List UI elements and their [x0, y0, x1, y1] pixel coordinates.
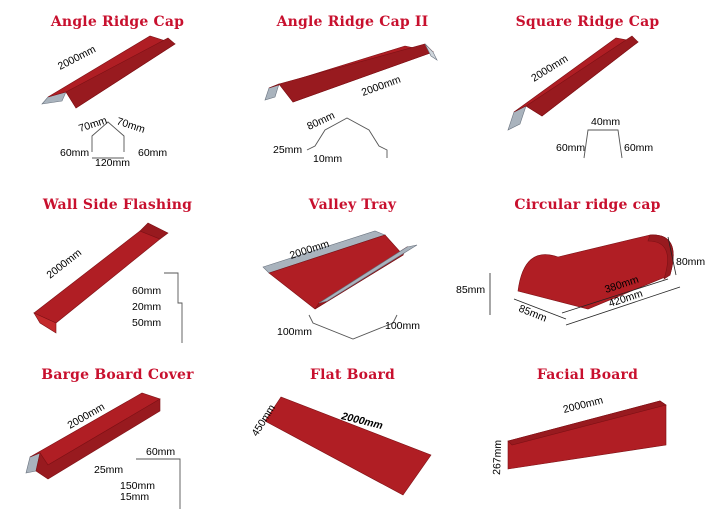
product-title: Circular ridge cap — [514, 197, 661, 213]
dim-label: 150mm — [120, 480, 155, 492]
product-title: Square Ridge Cap — [515, 14, 660, 30]
product-valley-tray: Valley Tray 2000mm 100mm 100mm — [235, 183, 470, 353]
dim-label: 70mm — [77, 114, 109, 135]
length-label: 2000mm — [56, 43, 98, 72]
product-square-ridge-cap: Square Ridge Cap 2000mm 40mm 60mm 60mm — [470, 0, 705, 170]
panel-right — [278, 43, 434, 103]
panel-right — [525, 35, 639, 117]
flange-right — [318, 244, 418, 304]
product-title: Angle Ridge Cap — [50, 14, 185, 30]
product-title: Flat Board — [309, 367, 396, 383]
dim-label: 60mm — [146, 446, 175, 458]
product-angle-ridge-cap-ii: Angle Ridge Cap II 2000mm 80mm 25mm 10mm — [235, 0, 470, 170]
dim-label: 50mm — [132, 317, 161, 329]
dim-label: 10mm — [313, 153, 342, 165]
facial-board-illustration: 2000mm 267mm — [491, 394, 667, 475]
dim-label: 60mm — [624, 142, 653, 154]
profile — [306, 117, 388, 158]
product-title: Valley Tray — [308, 197, 397, 213]
dim-line — [561, 278, 669, 314]
profile — [91, 121, 125, 152]
dim-label: 80mm — [305, 109, 337, 132]
angle-ridge-cap-illustration: 2000mm 70mm 70mm 60mm 120mm 60mm — [41, 35, 176, 169]
panel-lip — [139, 222, 169, 240]
profile — [583, 129, 623, 159]
end-face — [264, 83, 280, 101]
dim-label: 85mm — [456, 284, 485, 296]
dim-label: 25mm — [94, 464, 123, 476]
panel-side — [35, 398, 161, 480]
profile — [136, 458, 181, 509]
panel-right — [65, 37, 176, 109]
board-lip — [507, 400, 667, 446]
dim-label: 100mm — [277, 326, 312, 338]
length-label: 2000mm — [562, 394, 605, 416]
dim-label: 60mm — [60, 147, 89, 159]
cap-body — [517, 234, 674, 310]
flat-board-illustration: 2000mm 450mm — [249, 396, 432, 496]
profile — [164, 272, 183, 343]
dim-label: 60mm — [138, 147, 167, 159]
panel-edge — [33, 312, 57, 334]
product-title: Wall Side Flashing — [42, 197, 193, 213]
dim-line — [667, 236, 677, 276]
dim-line — [565, 286, 681, 326]
dim-line — [513, 298, 567, 320]
circular-ridge-cap-illustration: 85mm 85mm 380mm 420mm 80mm — [456, 234, 705, 326]
product-title: Facial Board — [536, 367, 639, 383]
dim-label: 80mm — [676, 256, 705, 268]
dim-label: 60mm — [132, 285, 161, 297]
length-label: 2000mm — [44, 247, 84, 282]
product-flat-board: Flat Board 2000mm 450mm — [235, 353, 470, 523]
product-circular-ridge-cap: Circular ridge cap 85mm 85mm 380mm 420mm… — [456, 183, 705, 353]
product-title: Angle Ridge Cap II — [276, 14, 429, 30]
barge-board-cover-illustration: 2000mm 60mm 25mm 150mm 15mm — [25, 392, 181, 509]
angle-ridge-cap-ii-illustration: 2000mm 80mm 25mm 10mm — [264, 43, 438, 165]
dim-label: 20mm — [132, 301, 161, 313]
cap-end — [647, 234, 674, 280]
product-title: Barge Board Cover — [41, 367, 194, 383]
product-wall-side-flashing: Wall Side Flashing 2000mm 60mm 20mm 50mm — [0, 183, 235, 353]
valley-tray-illustration: 2000mm 100mm 100mm — [262, 230, 420, 340]
product-barge-board-cover: Barge Board Cover 2000mm 60mm 25mm 150mm… — [0, 353, 235, 523]
dim-label: 40mm — [591, 116, 620, 128]
profile — [308, 314, 398, 340]
dim-label: 25mm — [273, 144, 302, 156]
length-label: 2000mm — [360, 73, 403, 98]
dim-label: 100mm — [385, 320, 420, 332]
wall-side-flashing-illustration: 2000mm 60mm 20mm 50mm — [33, 222, 183, 343]
dim-label: 120mm — [95, 157, 130, 169]
dim-label: 267mm — [491, 439, 504, 475]
product-angle-ridge-cap: Angle Ridge Cap 2000mm 70mm 70mm 60mm 12… — [0, 0, 235, 170]
board — [264, 396, 432, 496]
product-facial-board: Facial Board 2000mm 267mm — [470, 353, 705, 523]
dim-label: 15mm — [120, 491, 149, 503]
dim-label: 60mm — [556, 142, 585, 154]
edge — [424, 43, 438, 61]
square-ridge-cap-illustration: 2000mm 40mm 60mm 60mm — [507, 35, 653, 159]
